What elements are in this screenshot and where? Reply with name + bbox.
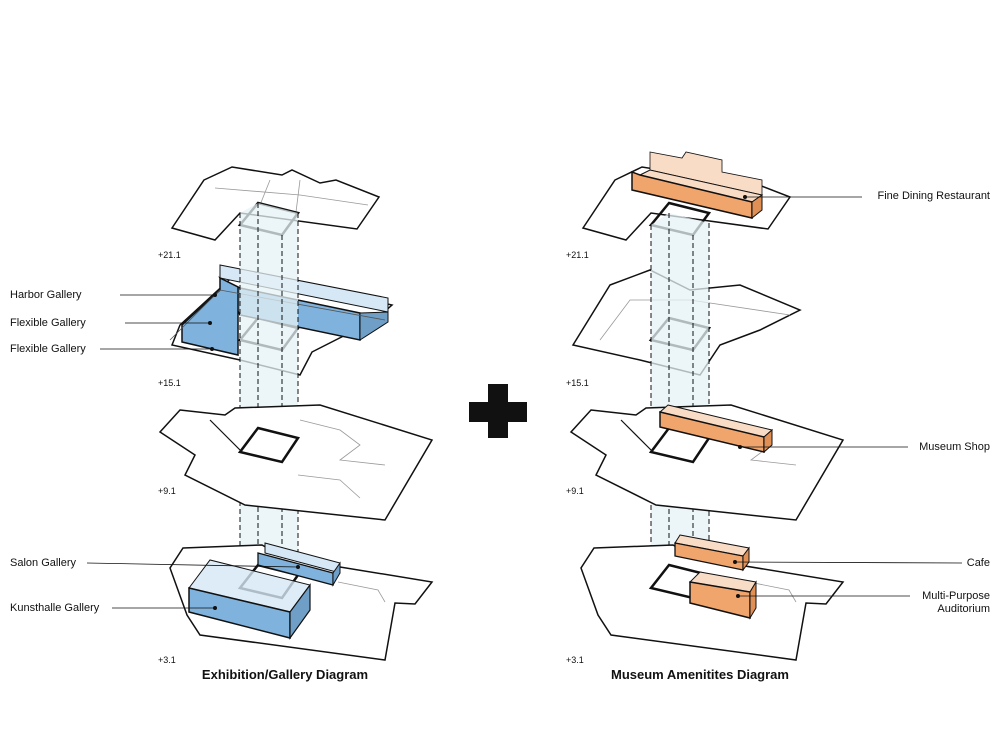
label-cafe: Cafe [966, 557, 990, 569]
label-flexible-gallery-lower: Flexible Gallery [10, 343, 86, 355]
right-diagram-title: Museum Amenitites Diagram [611, 667, 789, 682]
label-salon-gallery: Salon Gallery [10, 557, 77, 569]
label-museum-shop: Museum Shop [919, 441, 990, 453]
right-level-3: +3.1 [566, 655, 584, 665]
right-level-9: +9.1 [566, 486, 584, 496]
salon-gallery-volume [257, 542, 341, 587]
left-level-9: +9.1 [158, 486, 176, 496]
label-harbor-gallery: Harbor Gallery [10, 289, 82, 301]
fine-dining-restaurant-volume [631, 151, 764, 220]
left-level-3: +3.1 [158, 655, 176, 665]
left-leader-lines [86, 293, 300, 610]
museum-shop-volume [658, 404, 774, 454]
label-multi-purpose: Multi-Purpose [922, 590, 990, 602]
left-core [239, 203, 299, 580]
left-diagram [86, 166, 434, 661]
left-level-21: +21.1 [158, 250, 181, 260]
label-fine-dining-restaurant: Fine Dining Restaurant [877, 190, 990, 202]
right-level-15: +15.1 [566, 378, 589, 388]
cafe-volume [674, 534, 750, 572]
auditorium-volume [688, 571, 757, 620]
left-floor-plate-9 [158, 404, 434, 521]
label-kunsthalle-gallery: Kunsthalle Gallery [10, 602, 100, 614]
right-core [650, 213, 710, 580]
right-level-21: +21.1 [566, 250, 589, 260]
left-diagram-title: Exhibition/Gallery Diagram [201, 667, 369, 682]
right-diagram [569, 151, 963, 661]
label-auditorium: Auditorium [937, 603, 990, 615]
label-flexible-gallery-upper: Flexible Gallery [10, 317, 86, 329]
right-leader-lines [733, 195, 963, 598]
kunsthalle-gallery-volume [188, 559, 311, 640]
plus-sign-icon [469, 384, 527, 438]
left-level-15: +15.1 [158, 378, 181, 388]
